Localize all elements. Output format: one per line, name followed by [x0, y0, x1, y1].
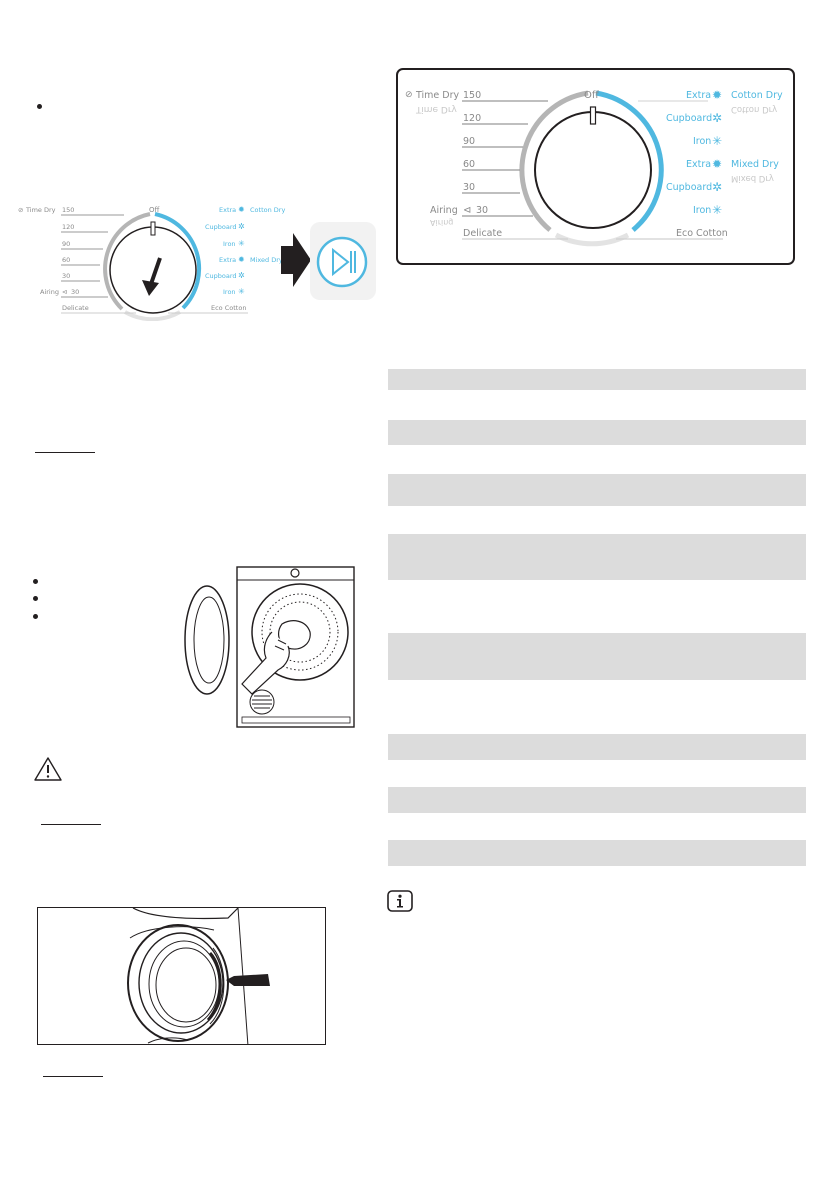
svg-text:✳: ✳	[238, 287, 245, 296]
fan-icon: ⊲	[62, 288, 67, 296]
dial-gray-arc	[519, 90, 589, 232]
heading-underline	[41, 824, 101, 825]
svg-text:Cupboard: Cupboard	[205, 272, 237, 280]
table-row	[388, 633, 806, 680]
svg-text:30: 30	[71, 288, 79, 296]
svg-text:Mixed Dry: Mixed Dry	[731, 173, 774, 183]
table-row	[388, 787, 806, 813]
svg-text:Cotton Dry: Cotton Dry	[731, 104, 777, 114]
svg-text:Cupboard: Cupboard	[205, 223, 237, 231]
svg-text:✲: ✲	[712, 180, 722, 194]
bullet-icon	[33, 614, 38, 619]
label-airing-30: 30	[476, 205, 488, 216]
dial-blue-arc	[154, 212, 202, 310]
svg-text:✳: ✳	[238, 239, 245, 248]
warning-icon	[34, 757, 62, 781]
svg-text:✹: ✹	[712, 157, 722, 171]
label-90: 90	[463, 136, 475, 147]
label-iron-mixed: Iron	[693, 205, 711, 216]
label-extra-cotton: Extra	[686, 90, 711, 101]
table-row	[388, 534, 806, 580]
large-program-dial: Off ⊘ Time Dry Time Dry 150 120 90 60 30…	[405, 88, 783, 247]
heading-underline	[43, 1076, 103, 1077]
svg-text:Iron: Iron	[223, 240, 236, 248]
svg-text:Extra: Extra	[219, 206, 236, 214]
svg-text:Time Dry: Time Dry	[415, 104, 458, 114]
svg-text:✹: ✹	[238, 255, 245, 264]
label-mixed-dry: Mixed Dry	[731, 159, 779, 170]
label-60: 60	[463, 159, 475, 170]
table-row	[388, 420, 806, 445]
label-cupboard-cotton: Cupboard	[666, 113, 712, 124]
svg-text:Extra: Extra	[219, 256, 236, 264]
sun-icon: ✹	[712, 88, 722, 102]
svg-text:60: 60	[62, 256, 70, 264]
dial-blue-arc	[595, 90, 664, 232]
table-row	[388, 474, 806, 506]
turn-arrow-icon	[142, 257, 162, 296]
start-pause-icon	[316, 236, 368, 288]
svg-text:Airing: Airing	[40, 288, 59, 296]
svg-text:30: 30	[62, 272, 70, 280]
svg-text:Iron: Iron	[223, 288, 236, 296]
label-time-dry: Time Dry	[415, 90, 459, 101]
bullet-icon	[37, 104, 42, 109]
svg-text:✲: ✲	[238, 222, 245, 231]
label-off: Off	[584, 90, 600, 101]
svg-text:Eco Cotton: Eco Cotton	[211, 304, 246, 312]
label-iron-cotton: Iron	[693, 136, 711, 147]
dial-bottom-arc	[554, 232, 630, 247]
clock-icon: ⊘	[18, 206, 23, 214]
fan-icon: ⊲	[463, 205, 471, 216]
bullet-icon	[33, 579, 38, 584]
svg-text:✳: ✳	[712, 203, 722, 217]
table-row	[388, 840, 806, 866]
label-eco-cotton: Eco Cotton	[676, 228, 728, 239]
label-cupboard-mixed: Cupboard	[666, 182, 712, 193]
label-extra-mixed: Extra	[686, 159, 711, 170]
dryer-lint-filter-illustration	[184, 566, 355, 728]
svg-text:Airing: Airing	[430, 218, 453, 227]
door-seal-illustration	[127, 908, 270, 1044]
dial-knob	[534, 111, 652, 229]
program-dial-panel	[396, 68, 795, 265]
table-row	[388, 734, 806, 760]
svg-text:120: 120	[62, 223, 74, 231]
label-off: Off	[149, 206, 160, 214]
label-airing: Airing	[430, 205, 458, 216]
dial-bottom-arc	[124, 310, 181, 321]
svg-text:150: 150	[62, 206, 74, 214]
dial-knob	[109, 226, 197, 314]
svg-text:Cotton Dry: Cotton Dry	[250, 206, 285, 214]
dial-gray-arc	[103, 212, 151, 311]
bullet-icon	[33, 596, 38, 601]
label-150: 150	[463, 90, 481, 101]
label-delicate: Delicate	[463, 228, 502, 239]
label-30: 30	[463, 182, 475, 193]
svg-text:✲: ✲	[238, 271, 245, 280]
label-time-dry: Time Dry	[25, 206, 56, 214]
svg-text:✳: ✳	[712, 134, 722, 148]
table-row	[388, 369, 806, 390]
label-cotton-dry: Cotton Dry	[731, 90, 783, 101]
svg-text:Delicate: Delicate	[62, 304, 89, 312]
svg-text:✲: ✲	[712, 111, 722, 125]
door-seal-illustration-frame	[37, 907, 326, 1045]
clock-icon: ⊘	[405, 90, 413, 100]
label-120: 120	[463, 113, 481, 124]
svg-text:90: 90	[62, 240, 70, 248]
small-program-dial: Off ⊘ Time Dry 150 120 90 60 30 Airing ⊲…	[18, 205, 285, 321]
arrow-right-icon	[281, 233, 311, 287]
heading-underline	[35, 452, 95, 453]
sun-icon: ✹	[238, 205, 245, 214]
info-icon	[387, 890, 413, 912]
svg-text:Mixed Dry: Mixed Dry	[250, 256, 283, 264]
